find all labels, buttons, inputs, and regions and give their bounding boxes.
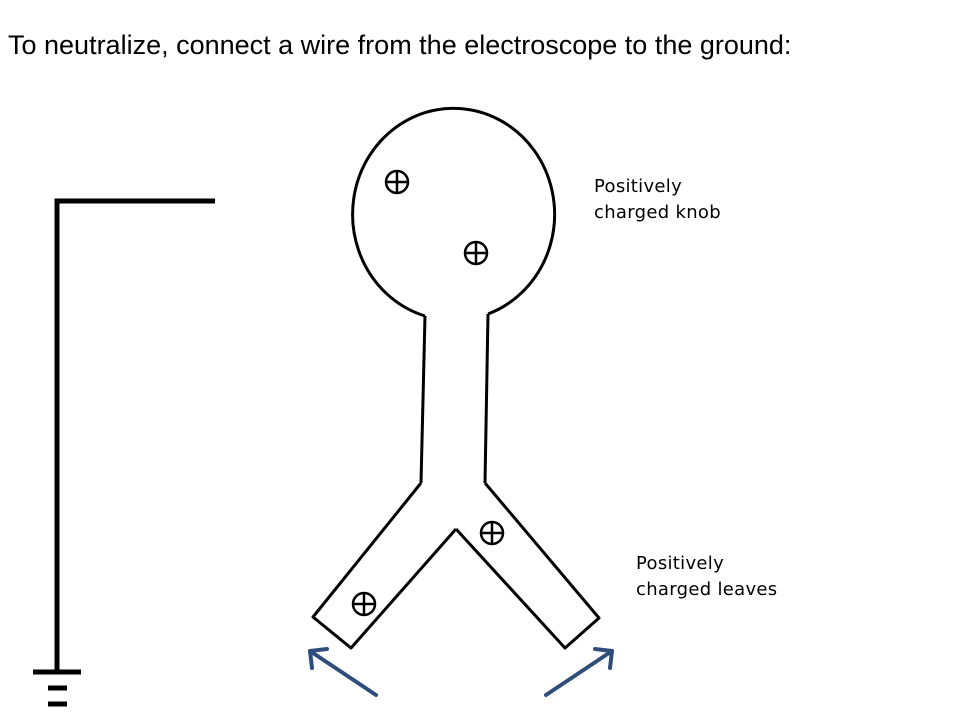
page-title: To neutralize, connect a wire from the e… bbox=[8, 30, 792, 60]
knob-label-line2: charged knob bbox=[594, 202, 721, 223]
right-leaf bbox=[454, 482, 601, 650]
knob-label-line1: Positively bbox=[594, 176, 683, 197]
stem-right-edge bbox=[483, 313, 490, 484]
knob-label: Positively charged knob bbox=[594, 174, 721, 226]
left-arrow-icon bbox=[308, 647, 378, 697]
right-arrow-icon bbox=[544, 647, 614, 697]
electroscope bbox=[311, 106, 601, 650]
left-leaf bbox=[311, 482, 458, 650]
electroscope-knob bbox=[351, 106, 557, 318]
wire-line bbox=[54, 198, 215, 670]
leaves-label: Positively charged leaves bbox=[636, 551, 777, 603]
stem-left-edge bbox=[419, 315, 427, 484]
plus-circle-icon bbox=[479, 520, 505, 546]
ground-wire bbox=[54, 198, 215, 670]
leaves-label-line2: charged leaves bbox=[636, 579, 778, 600]
ground-symbol-icon bbox=[33, 669, 81, 707]
plus-circle-icon bbox=[463, 240, 489, 266]
plus-circle-icon bbox=[384, 169, 410, 195]
plus-circle-icon bbox=[351, 591, 377, 617]
leaves-label-line1: Positively bbox=[636, 553, 725, 574]
